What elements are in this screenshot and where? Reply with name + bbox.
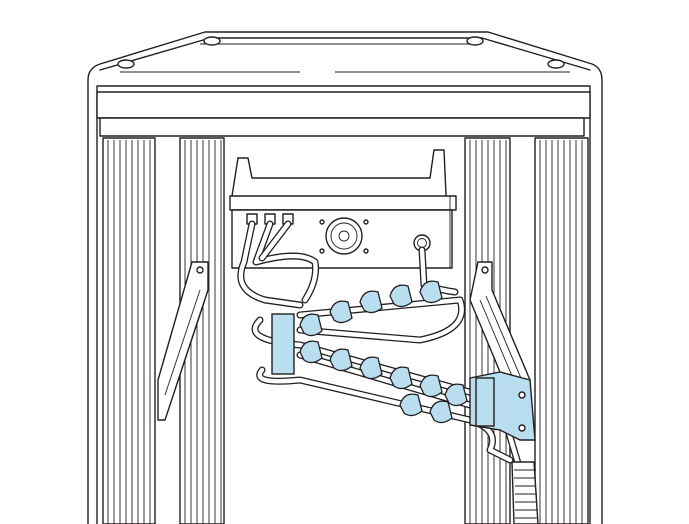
arm-link [389, 284, 413, 308]
rack-bolt-icon [203, 36, 221, 46]
rack-post [534, 137, 589, 524]
arm-link [399, 393, 423, 417]
arm-link [419, 280, 443, 304]
arm-link [444, 383, 468, 407]
arm-link [329, 300, 353, 324]
arm-link [299, 340, 323, 364]
arm-link [329, 348, 353, 372]
rack-bolt-icon [547, 59, 565, 69]
cable-bundle [511, 461, 539, 524]
arm-link [359, 356, 383, 380]
rack-cabinet [87, 31, 603, 524]
arm-link [299, 313, 323, 337]
rack-bolt-icon [466, 36, 484, 46]
rack-post [102, 137, 156, 524]
arm-link [389, 366, 413, 390]
arm-link [419, 374, 443, 398]
arm-link [429, 400, 453, 424]
rack-bolt-icon [117, 59, 135, 69]
cable-management-arm [271, 280, 536, 441]
arm-link [359, 290, 383, 314]
